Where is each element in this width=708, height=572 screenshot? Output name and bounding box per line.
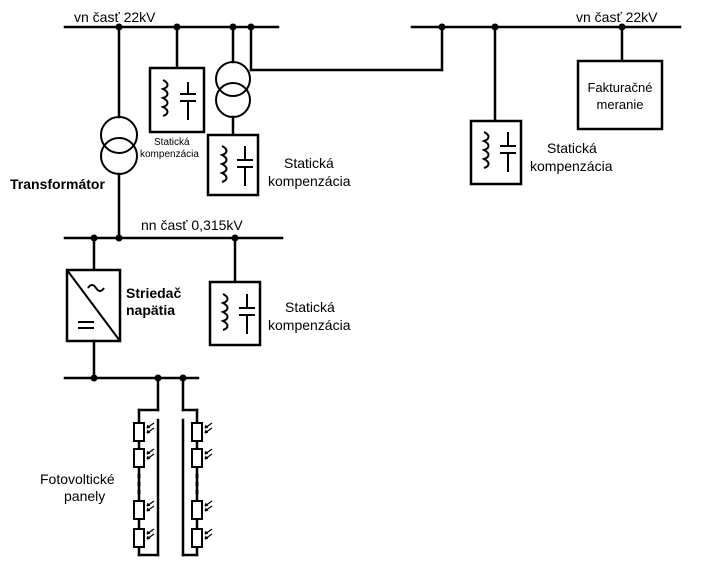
lv-busbar-label: nn časť 0,315kV — [141, 217, 243, 233]
static-compensation-small — [148, 66, 206, 134]
inductor-icon — [160, 79, 169, 117]
comp-small-label-1: Statická — [154, 137, 190, 148]
comp-c-label-2: kompenzácia — [530, 158, 613, 174]
hv-busbar-left-label: vn časť 22kV — [74, 9, 156, 25]
pv-module-icon — [191, 448, 213, 468]
inverter-label-2: napätia — [126, 302, 175, 318]
pv-module-icon — [133, 422, 155, 442]
pv-module-icon — [191, 422, 213, 442]
comp-a-label-2: kompenzácia — [268, 173, 351, 189]
comp-small-label-2: kompenzácia — [140, 149, 199, 160]
capacitor-icon — [237, 146, 253, 186]
pv-module-icon — [133, 528, 155, 548]
comp-b-label-2: kompenzácia — [268, 317, 351, 333]
transformer-secondary-winding-icon — [100, 137, 138, 175]
comp-c-label-1: Statická — [547, 140, 597, 156]
comp-b-label-1: Statická — [285, 299, 335, 315]
pv-string-cells — [133, 422, 213, 548]
ac-sine-icon — [87, 284, 105, 292]
pv-module-icon — [133, 500, 155, 520]
transformer-secondary-winding-icon — [215, 82, 251, 118]
capacitor-icon — [500, 132, 516, 172]
inverter — [65, 268, 122, 343]
pv-module-icon — [191, 528, 213, 548]
metering-label-2: meranie — [597, 97, 644, 112]
capacitor-icon — [239, 294, 255, 334]
continuation-dot — [137, 490, 141, 494]
inductor-icon — [219, 145, 228, 183]
pv-module-icon — [191, 500, 213, 520]
transformer-primary-winding-icon — [100, 116, 138, 154]
comp-a-label-1: Statická — [284, 155, 334, 171]
inductor-icon — [220, 293, 229, 331]
main-transformer — [100, 25, 138, 240]
dc-icon — [78, 321, 94, 329]
continuation-dot — [195, 490, 199, 494]
continuation-dot — [195, 482, 199, 486]
pv-label-1: Fotovoltické — [40, 471, 115, 487]
compensation-transformer — [215, 61, 251, 118]
transformer-primary-winding-icon — [215, 61, 251, 97]
pv-module-icon — [133, 448, 155, 468]
static-compensation-a — [206, 133, 260, 197]
billing-metering: Fakturačné meranie — [576, 59, 664, 131]
static-compensation-c — [469, 119, 523, 186]
continuation-dot — [195, 474, 199, 478]
hv-busbar-right-label: vn časť 22kV — [576, 9, 658, 25]
pv-label-2: panely — [64, 488, 105, 504]
inverter-label-1: Striedač — [126, 285, 181, 301]
continuation-dot — [137, 474, 141, 478]
capacitor-icon — [180, 82, 196, 120]
continuation-dot — [137, 482, 141, 486]
static-compensation-b — [208, 280, 262, 347]
transformer-label: Transformátor — [10, 176, 105, 192]
metering-label-1: Fakturačné — [587, 80, 652, 95]
inductor-icon — [481, 131, 490, 169]
